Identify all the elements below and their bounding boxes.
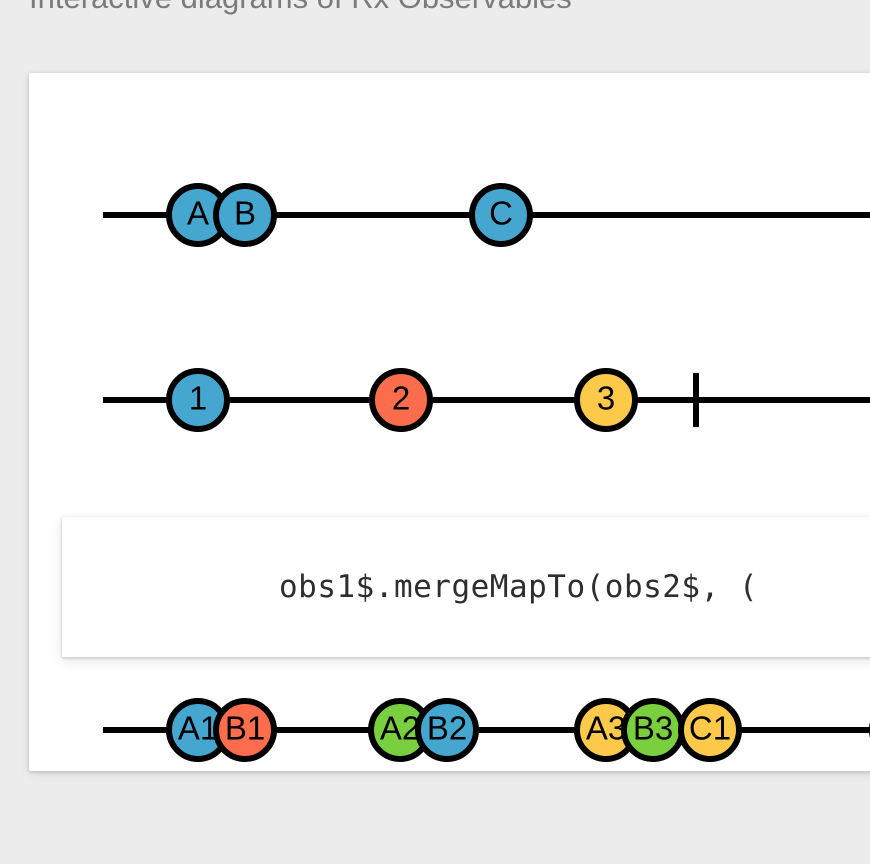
marble-circle[interactable] (213, 183, 277, 247)
marble-label: A2 (380, 710, 420, 747)
marble-label: 3 (597, 380, 615, 417)
marble-label: C (489, 195, 513, 232)
marble-circle[interactable] (678, 698, 742, 762)
operator-code-box[interactable]: obs1$.mergeMapTo(obs2$, ( (62, 517, 870, 657)
marble-C[interactable]: C (469, 183, 533, 247)
marble-B2[interactable]: B2 (415, 698, 479, 762)
marble-circle[interactable] (166, 368, 230, 432)
marble-label: B3 (633, 710, 673, 747)
marble-B3[interactable]: B3 (621, 698, 685, 762)
marble-label: B1 (225, 710, 265, 747)
marble-label: C1 (689, 710, 731, 747)
marble-label: B2 (427, 710, 467, 747)
page-title: Interactive diagrams of Rx Observables (29, 0, 849, 20)
marble-circle[interactable] (574, 368, 638, 432)
marble-A2[interactable]: A2 (368, 698, 432, 762)
marble-label: B (234, 195, 256, 232)
marble-B1[interactable]: B1 (213, 698, 277, 762)
marble-C1[interactable]: C1 (678, 698, 742, 762)
marble-2[interactable]: 2 (369, 368, 433, 432)
marble-circle[interactable] (369, 368, 433, 432)
marble-3[interactable]: 3 (574, 368, 638, 432)
marble-label: 2 (392, 380, 410, 417)
marble-A3[interactable]: A3 (574, 698, 638, 762)
marble-label: A (187, 195, 209, 232)
marble-circle[interactable] (213, 698, 277, 762)
marble-B[interactable]: B (213, 183, 277, 247)
timeline-svg: 1 2 3 (103, 368, 870, 432)
marble-1[interactable]: 1 (166, 368, 230, 432)
marble-label: A3 (586, 710, 626, 747)
marble-A1[interactable]: A1 (166, 698, 230, 762)
operator-code-text: obs1$.mergeMapTo(obs2$, ( (279, 569, 759, 605)
marble-label: 1 (189, 380, 207, 417)
marble-label: A1 (178, 710, 218, 747)
marble-circle[interactable] (415, 698, 479, 762)
marble-circle[interactable] (469, 183, 533, 247)
timeline-source-observable-2[interactable]: 1 2 3 (29, 345, 870, 455)
